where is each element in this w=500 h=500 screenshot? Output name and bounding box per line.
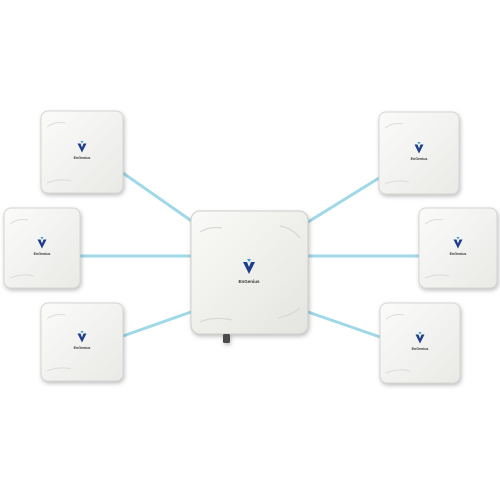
brand-label: EnGenius: [238, 279, 260, 284]
brand-label: EnGenius: [411, 157, 428, 161]
link-remote-unit-top-left: [122, 171, 194, 224]
logo-icon: [77, 141, 87, 153]
remote-unit-top-right: EnGenius: [378, 111, 460, 195]
wireless-links: [80, 171, 419, 339]
logo-icon: [453, 237, 463, 249]
remote-unit-bottom-left: EnGenius: [40, 302, 124, 382]
remote-units: EnGeniusEnGeniusEnGeniusEnGeniusEnGenius…: [3, 110, 498, 384]
link-remote-unit-top-right: [307, 176, 380, 224]
logo-icon: [243, 259, 255, 274]
brand-label: EnGenius: [450, 252, 467, 256]
brand-label: EnGenius: [412, 347, 429, 351]
logo-icon: [415, 332, 425, 344]
remote-unit-middle-left: EnGenius: [3, 207, 81, 289]
connector-port: [223, 334, 230, 343]
logo-icon: [37, 237, 47, 249]
remote-unit-bottom-right: EnGenius: [379, 302, 461, 384]
link-remote-unit-bottom-left: [122, 310, 192, 338]
remote-unit-top-left: EnGenius: [40, 110, 124, 194]
brand-label: EnGenius: [74, 156, 91, 160]
logo-icon: [77, 331, 87, 343]
remote-unit-middle-right: EnGenius: [418, 207, 498, 289]
brand-label: EnGenius: [74, 346, 91, 350]
center-access-point: EnGenius: [190, 210, 309, 343]
link-remote-unit-bottom-right: [307, 310, 381, 339]
brand-label: EnGenius: [34, 252, 51, 256]
logo-icon: [414, 142, 424, 154]
